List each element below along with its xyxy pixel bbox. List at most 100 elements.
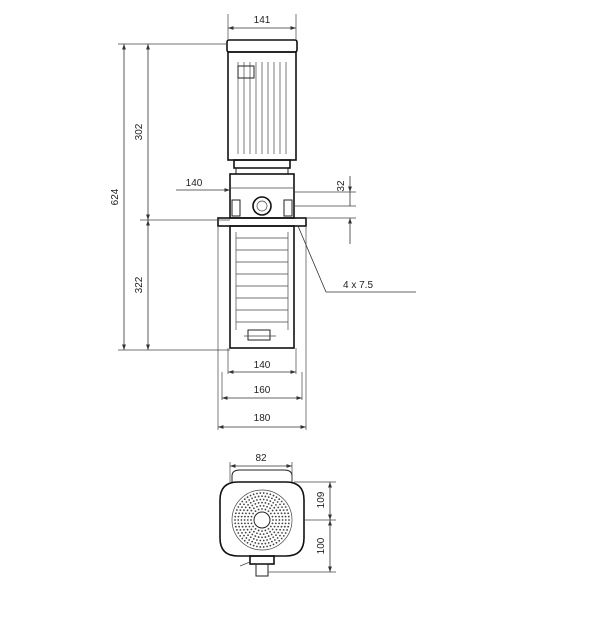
grille-dot [287,525,290,528]
grille-dot [241,506,243,509]
base-plate [217,217,307,227]
dim-motor-width: 141 [227,14,297,40]
grille-dot [282,503,285,506]
grille-dot [272,519,274,521]
grille-dot [234,515,237,518]
grille-dot [238,512,241,515]
grille-dot [249,543,252,546]
grille-dot [244,506,247,509]
grille-dot [254,528,257,530]
grille-dot [249,501,252,504]
grille-dot [234,525,237,528]
grille-dot [281,522,284,525]
grille-dot [247,534,249,537]
grille-dot [241,512,244,515]
grille-dot [271,522,274,525]
grille-dot [278,515,280,518]
plan-nozzle-end [255,563,269,577]
grille-dot [277,512,279,515]
grille-dot [279,534,281,537]
grille-dot [253,507,255,510]
grille-dot [252,500,255,503]
grille-dot [243,519,246,521]
grille-dot [252,493,255,496]
grille-dot [284,522,287,525]
grille-dot [262,546,265,548]
shaft-hub [253,511,271,529]
grille-dot [288,519,290,521]
grille-dot [243,539,246,542]
grille-dot [275,503,277,506]
grille-dot [267,503,270,505]
inlet-port [252,196,272,216]
grille-dot [283,525,286,528]
grille-dot [254,503,257,505]
grille-dot [264,536,267,538]
pump-sleeve [229,225,295,349]
motor-flange [233,159,291,169]
grille-dot [259,498,262,501]
grille-dot [252,512,255,515]
grille-dot [240,515,243,518]
grille-dot [242,528,245,531]
grille-dot [271,509,274,512]
grille-dot [276,501,279,503]
grille-dot [261,495,263,498]
dim-port-offset: 140 [176,178,230,192]
grille-dot [267,541,270,544]
grille-dot [237,506,240,508]
grille-dot [251,504,254,507]
grille-dot [262,533,265,535]
grille-dot [284,519,287,521]
grille-dot [266,532,268,535]
motor-fins [237,62,287,154]
grille-dot [245,537,248,539]
grille-dot [240,519,243,521]
grille-dot [279,509,282,512]
grille-dot [279,503,281,506]
grille-dot [282,509,285,512]
grille-dot [275,534,277,537]
grille-dot [269,530,271,533]
grille-dot [281,515,284,518]
grille-dot [264,542,267,545]
grille-dot [273,525,276,528]
grille-dot [283,512,286,515]
pump-plan-view [219,469,305,577]
grille-dot [275,528,278,531]
grille-dot [270,525,272,528]
dim-plan-width: 82 [229,453,293,482]
grille-dot [249,536,252,539]
grille-dot [246,496,249,499]
grille-dot [244,515,246,518]
grille-dot [256,532,258,535]
grille-dot [244,531,247,534]
coupling-guard [235,167,289,175]
grille-dot [259,492,262,494]
grille-dot [251,497,254,500]
grille-dot [267,510,270,512]
plan-outline [219,481,305,557]
dim-base-outer: 180 [218,413,306,429]
grille-dot [242,509,245,512]
grille-dot [248,525,251,528]
grille-dot [237,515,240,518]
grille-dot [248,512,251,515]
grille-dot [280,537,283,540]
grille-dot [241,500,244,503]
grille-dot [250,509,253,512]
grille-dot [287,522,290,525]
grille-dot [264,508,267,511]
dim-label-140-port: 140 [186,178,203,189]
grille-dot [266,505,268,508]
grille-dot [282,528,285,531]
grille-dot [277,506,280,509]
grille-dot [257,536,260,538]
grille-dot [282,534,285,537]
grille-dot [246,509,249,512]
grille-dot [287,512,290,515]
pump-front-view [217,39,307,430]
terminal-box [237,65,255,79]
